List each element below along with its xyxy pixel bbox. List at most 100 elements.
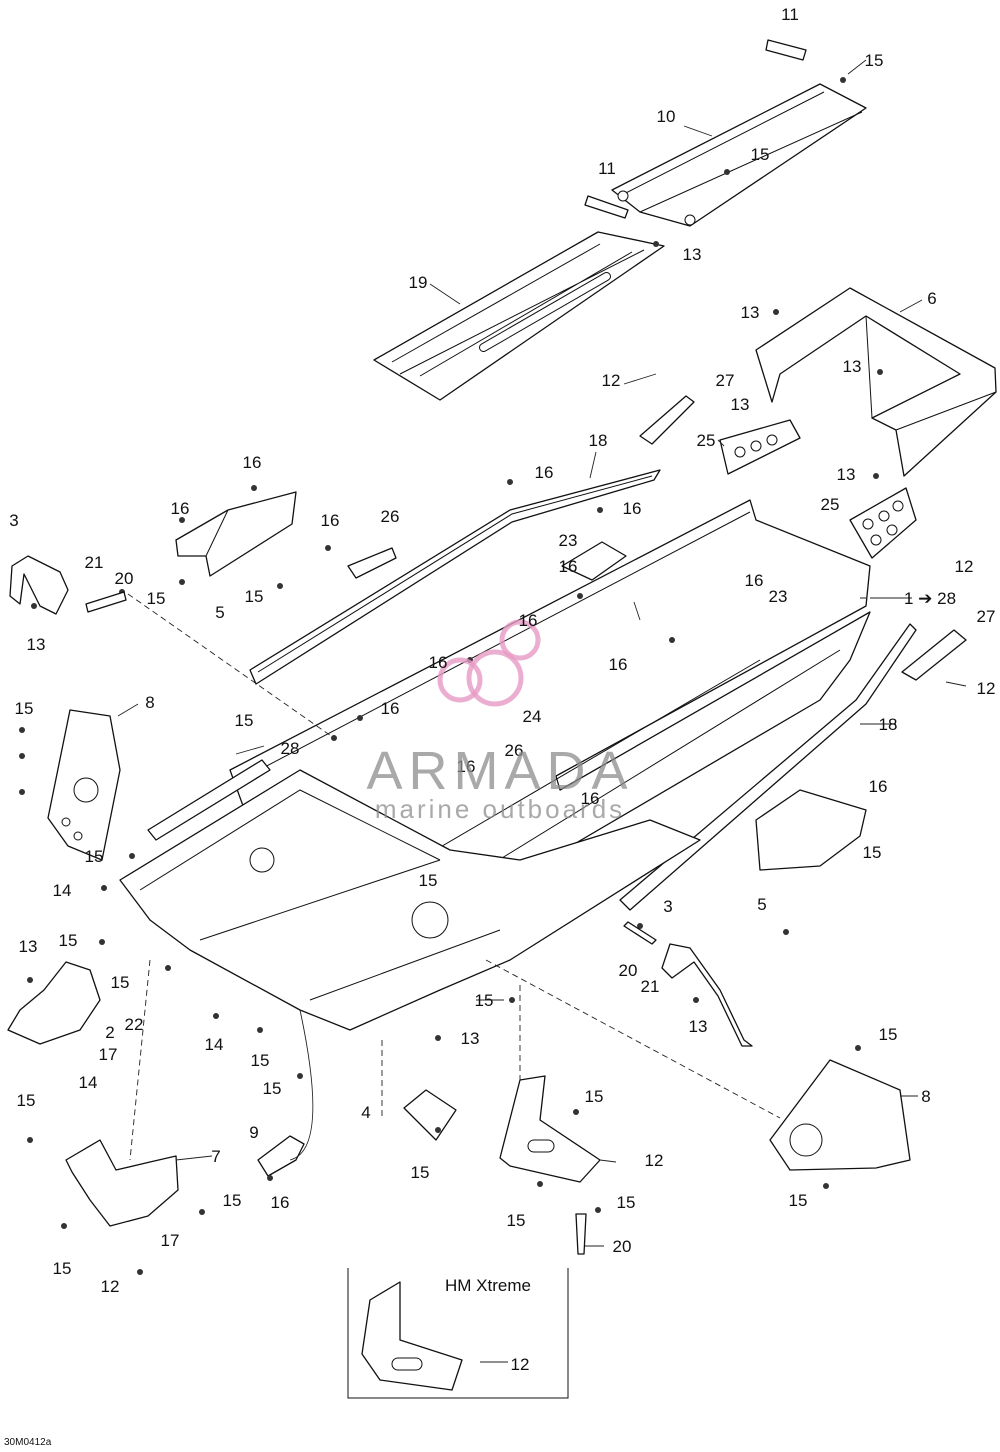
callout-label: 5: [757, 895, 766, 914]
part-front-chassis: [119, 769, 701, 1031]
part-2-left: [7, 961, 101, 1045]
callout-label: 19: [409, 273, 428, 292]
callout-label: 8: [145, 693, 154, 712]
callout-label: 13: [843, 357, 862, 376]
figure-code: 30M0412a: [4, 1437, 52, 1448]
callout-label: 15: [251, 1051, 270, 1070]
part-19-panel: [373, 231, 665, 401]
callout-labels: 11 15 10 15 11 13 19 6 13 12 27 13 13 25…: [9, 5, 995, 1374]
callout-label: 16: [171, 499, 190, 518]
callout-label: 16: [243, 453, 262, 472]
part-4-plate: [403, 1089, 457, 1141]
callout-label: 15: [263, 1079, 282, 1098]
callout-label: 16: [321, 511, 340, 530]
callout-label: 24: [523, 707, 542, 726]
callout-label: 9: [249, 1123, 258, 1142]
callout-label: 15: [111, 973, 130, 992]
callout-label: 13: [683, 245, 702, 264]
callout-label: 6: [927, 289, 936, 308]
part-28-bar: [147, 759, 271, 841]
callout-label: 15: [585, 1087, 604, 1106]
callout-label: 15: [15, 699, 34, 718]
callout-label: 16: [535, 463, 554, 482]
part-8-left: [47, 709, 121, 861]
fasteners: [19, 77, 883, 1275]
callout-label: 15: [475, 991, 494, 1010]
part-26-upper: [347, 547, 397, 579]
part-27-top: [639, 395, 695, 445]
callout-label: 23: [769, 587, 788, 606]
callout-label: 12: [977, 679, 996, 698]
part-3-right: [661, 943, 753, 1047]
callout-label: 20: [613, 1237, 632, 1256]
callout-label: 13: [837, 465, 856, 484]
part-11-top: [765, 39, 807, 61]
callout-label: 26: [381, 507, 400, 526]
callout-label: 16: [745, 571, 764, 590]
inset-box: [347, 1268, 569, 1399]
callout-label: 16: [381, 699, 400, 718]
callout-label: 12: [955, 557, 974, 576]
callout-label: 15: [245, 587, 264, 606]
callout-label: 4: [361, 1103, 370, 1122]
part-25-lower: [849, 487, 917, 559]
callout-label: 12: [645, 1151, 664, 1170]
callout-label: 16: [581, 789, 600, 808]
callout-label: 20: [115, 569, 134, 588]
callout-label: 15: [147, 589, 166, 608]
callout-label: 20: [619, 961, 638, 980]
callout-label: 16: [457, 757, 476, 776]
callout-label: 15: [863, 843, 882, 862]
callout-label: 11: [598, 159, 616, 178]
callout-label: 8: [921, 1087, 930, 1106]
part-25-upper: [719, 419, 801, 475]
callout-label: 25: [821, 495, 840, 514]
part-27-right: [901, 629, 967, 681]
callout-label: 15: [751, 145, 770, 164]
part-10-cover: [611, 83, 867, 227]
callout-label: 13: [741, 303, 760, 322]
callout-label: 2: [105, 1023, 114, 1042]
callout-label: 13: [689, 1017, 708, 1036]
part-7-bracket: [65, 1139, 179, 1227]
callout-label: 12: [602, 371, 621, 390]
part-8-right: [769, 1059, 911, 1171]
callout-label: 12: [101, 1277, 120, 1296]
inset-callout-label: 12: [511, 1355, 530, 1374]
callout-label: 15: [53, 1259, 72, 1278]
callout-label: 16: [271, 1193, 290, 1212]
callout-label: 18: [879, 715, 898, 734]
part-5-upper: [175, 491, 297, 577]
callout-label: 16: [623, 499, 642, 518]
callout-label: 27: [977, 607, 996, 626]
callout-label: 27: [716, 371, 735, 390]
callout-label: 15: [59, 931, 78, 950]
callout-label: 23: [559, 531, 578, 550]
callout-label: 17: [99, 1045, 118, 1064]
callout-label: 7: [211, 1147, 220, 1166]
part-5-right: [755, 789, 867, 871]
callout-label: 15: [419, 871, 438, 890]
callout-label: 13: [27, 635, 46, 654]
part-12-footrest: [499, 1075, 601, 1183]
callout-label: 3: [9, 511, 18, 530]
part-23-a: [561, 541, 627, 581]
callout-label: 25: [697, 431, 716, 450]
callout-label: 22: [125, 1015, 144, 1034]
callout-label: 15: [789, 1191, 808, 1210]
callout-label: 15: [411, 1163, 430, 1182]
part-18-upper-rail: [249, 469, 661, 685]
inset-title: HM Xtreme: [445, 1276, 531, 1295]
callout-label: 16: [869, 777, 888, 796]
callout-label: 13: [19, 937, 38, 956]
callout-label: 18: [589, 431, 608, 450]
part-3-left: [9, 555, 69, 615]
callout-label: 21: [641, 977, 660, 996]
callout-label: 16: [559, 557, 578, 576]
callout-label: 15: [235, 711, 254, 730]
part-6-bumper: [755, 287, 997, 477]
callout-label: 10: [657, 107, 676, 126]
callout-label: 14: [79, 1073, 98, 1092]
